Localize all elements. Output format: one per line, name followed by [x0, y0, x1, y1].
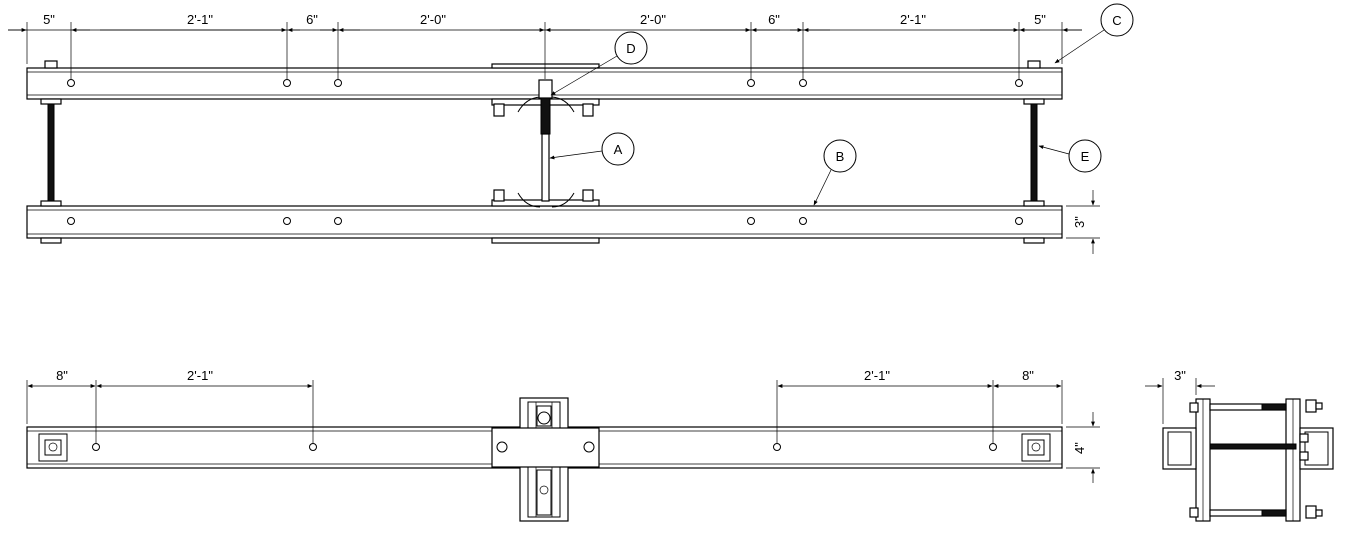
- top-dim-6: 6": [768, 12, 780, 27]
- top-height-dim: 3": [1072, 216, 1087, 228]
- svg-text:D: D: [626, 41, 635, 56]
- lower-bar-holes: [67, 217, 1023, 225]
- top-dim-2: 2'-1": [187, 12, 213, 27]
- front-bar-holes: [92, 443, 997, 451]
- front-end-fittings: [38, 433, 1051, 462]
- svg-text:A: A: [614, 142, 623, 157]
- center-bracket: [491, 63, 600, 244]
- side-width-dimension: 3": [1145, 368, 1215, 424]
- callout-d: D: [550, 31, 648, 96]
- top-dimensions: 5" 2'-1" 6" 2'-0" 2'-0" 6" 2'-1" 5": [8, 12, 1082, 79]
- front-height-dim: 4": [1072, 442, 1087, 454]
- front-height-dimension: 4": [1066, 412, 1100, 483]
- top-height-dimension: 3": [1066, 190, 1100, 254]
- svg-text:C: C: [1112, 13, 1121, 28]
- left-threaded-rod: [47, 103, 55, 202]
- top-dim-8: 5": [1034, 12, 1046, 27]
- side-view: 3": [1145, 368, 1334, 522]
- top-dim-4: 2'-0": [420, 12, 446, 27]
- svg-text:E: E: [1081, 149, 1090, 164]
- right-threaded-rod: [1030, 103, 1038, 202]
- callout-c: C: [1054, 3, 1134, 64]
- front-dim-4: 8": [1022, 368, 1034, 383]
- end-nuts: [40, 60, 1045, 244]
- front-dim-1: 8": [56, 368, 68, 383]
- front-view: 8" 2'-1" 2'-1" 8" 4": [26, 368, 1100, 522]
- callout-b: B: [813, 139, 857, 206]
- front-dimensions: 8" 2'-1" 2'-1" 8": [26, 368, 1063, 443]
- callout-a: A: [549, 132, 635, 166]
- top-dim-1: 5": [43, 12, 55, 27]
- front-center-clamp: [491, 397, 600, 522]
- front-dim-3: 2'-1": [864, 368, 890, 383]
- svg-text:B: B: [836, 149, 845, 164]
- top-dim-5: 2'-0": [640, 12, 666, 27]
- top-view: 5" 2'-1" 6" 2'-0" 2'-0" 6" 2'-1" 5" 3" C…: [8, 3, 1134, 254]
- top-dim-7: 2'-1": [900, 12, 926, 27]
- callout-e: E: [1038, 139, 1102, 173]
- lower-bar: [26, 205, 1063, 239]
- side-width-dim: 3": [1174, 368, 1186, 383]
- upper-bar-holes: [67, 79, 1023, 87]
- front-dim-2: 2'-1": [187, 368, 213, 383]
- top-dim-3: 6": [306, 12, 318, 27]
